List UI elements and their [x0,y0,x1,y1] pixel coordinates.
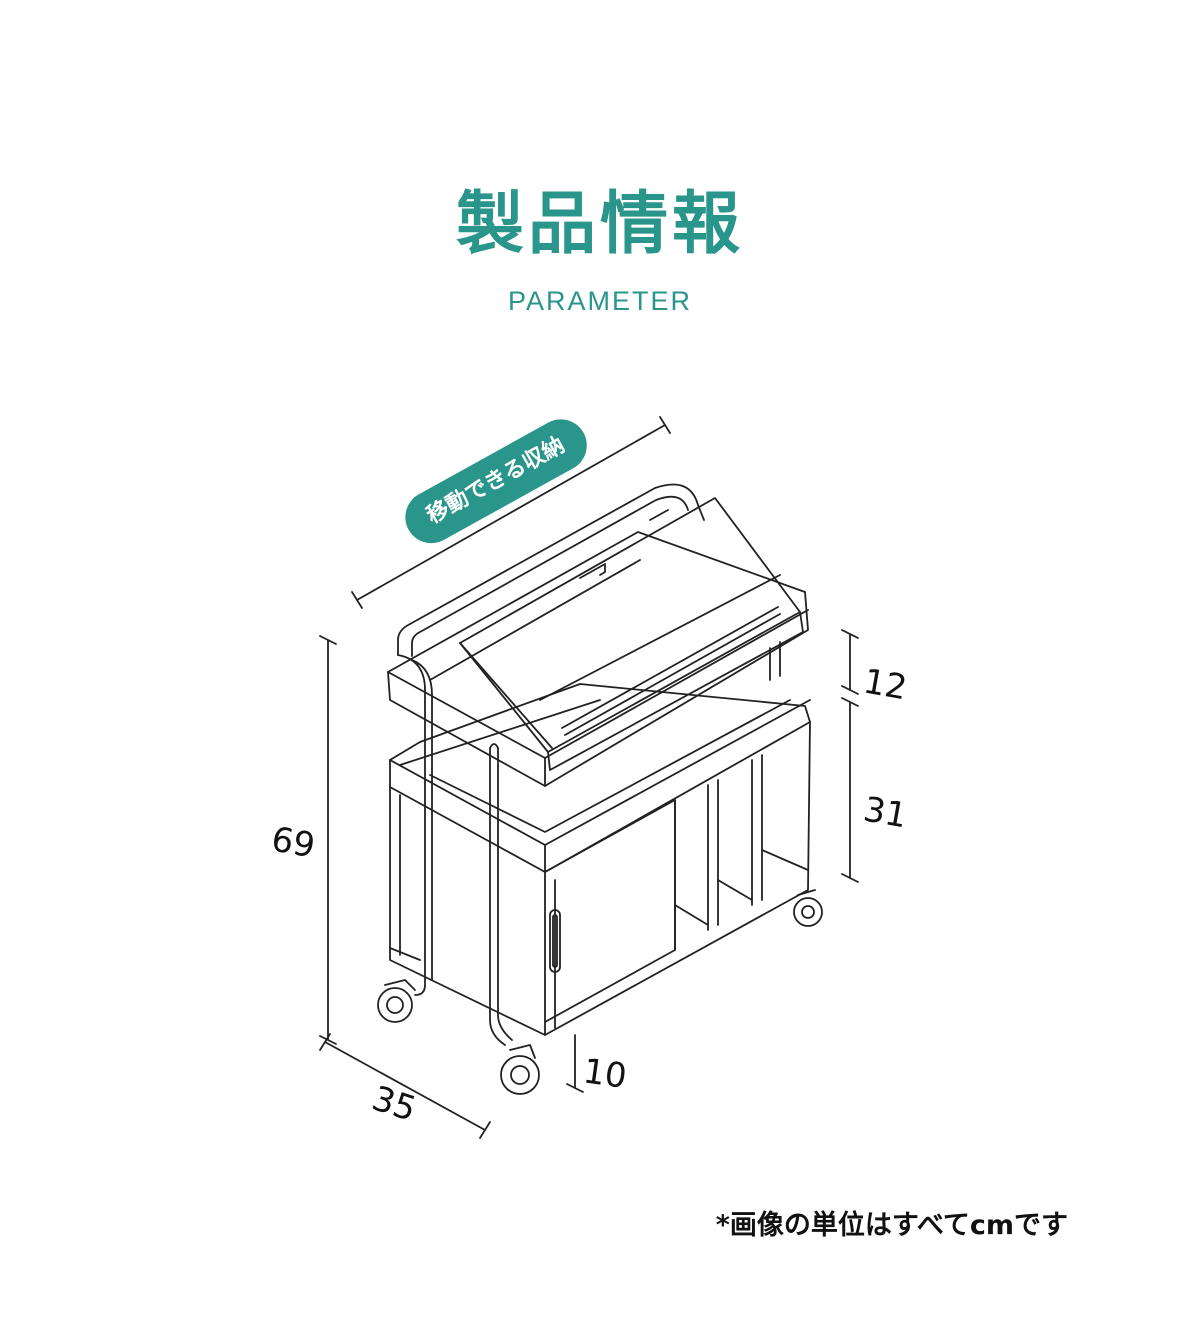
clearance-dimension-line [566,1034,584,1093]
angled-board [459,497,804,771]
depth-dimension-line [319,1033,491,1139]
open-shelf-dividers [674,754,809,951]
page-subtitle: PARAMETER [507,286,693,316]
lower-section-label: 31 [860,789,910,836]
lower-section-dimension-line [841,697,859,883]
height-dimension-line [319,635,337,1045]
lower-shelf-top [389,683,811,873]
page-title: 製品情報 [455,185,744,264]
height-label: 69 [268,819,318,866]
front-handle-posts [397,654,513,1046]
casters [377,889,823,1095]
cabinet-body [389,721,811,1036]
unit-note: *画像の単位はすべてcmです [715,1210,1068,1241]
handle-frame [397,483,705,657]
upper-tray [387,531,809,787]
upper-gap-label: 12 [860,661,910,708]
clearance-label: 10 [581,1051,629,1097]
upper-gap-dimension-line [841,629,859,695]
depth-label: 35 [367,1079,421,1130]
width-dimension-line [351,416,671,609]
rear-posts [769,641,781,681]
sliding-door [544,799,676,1023]
